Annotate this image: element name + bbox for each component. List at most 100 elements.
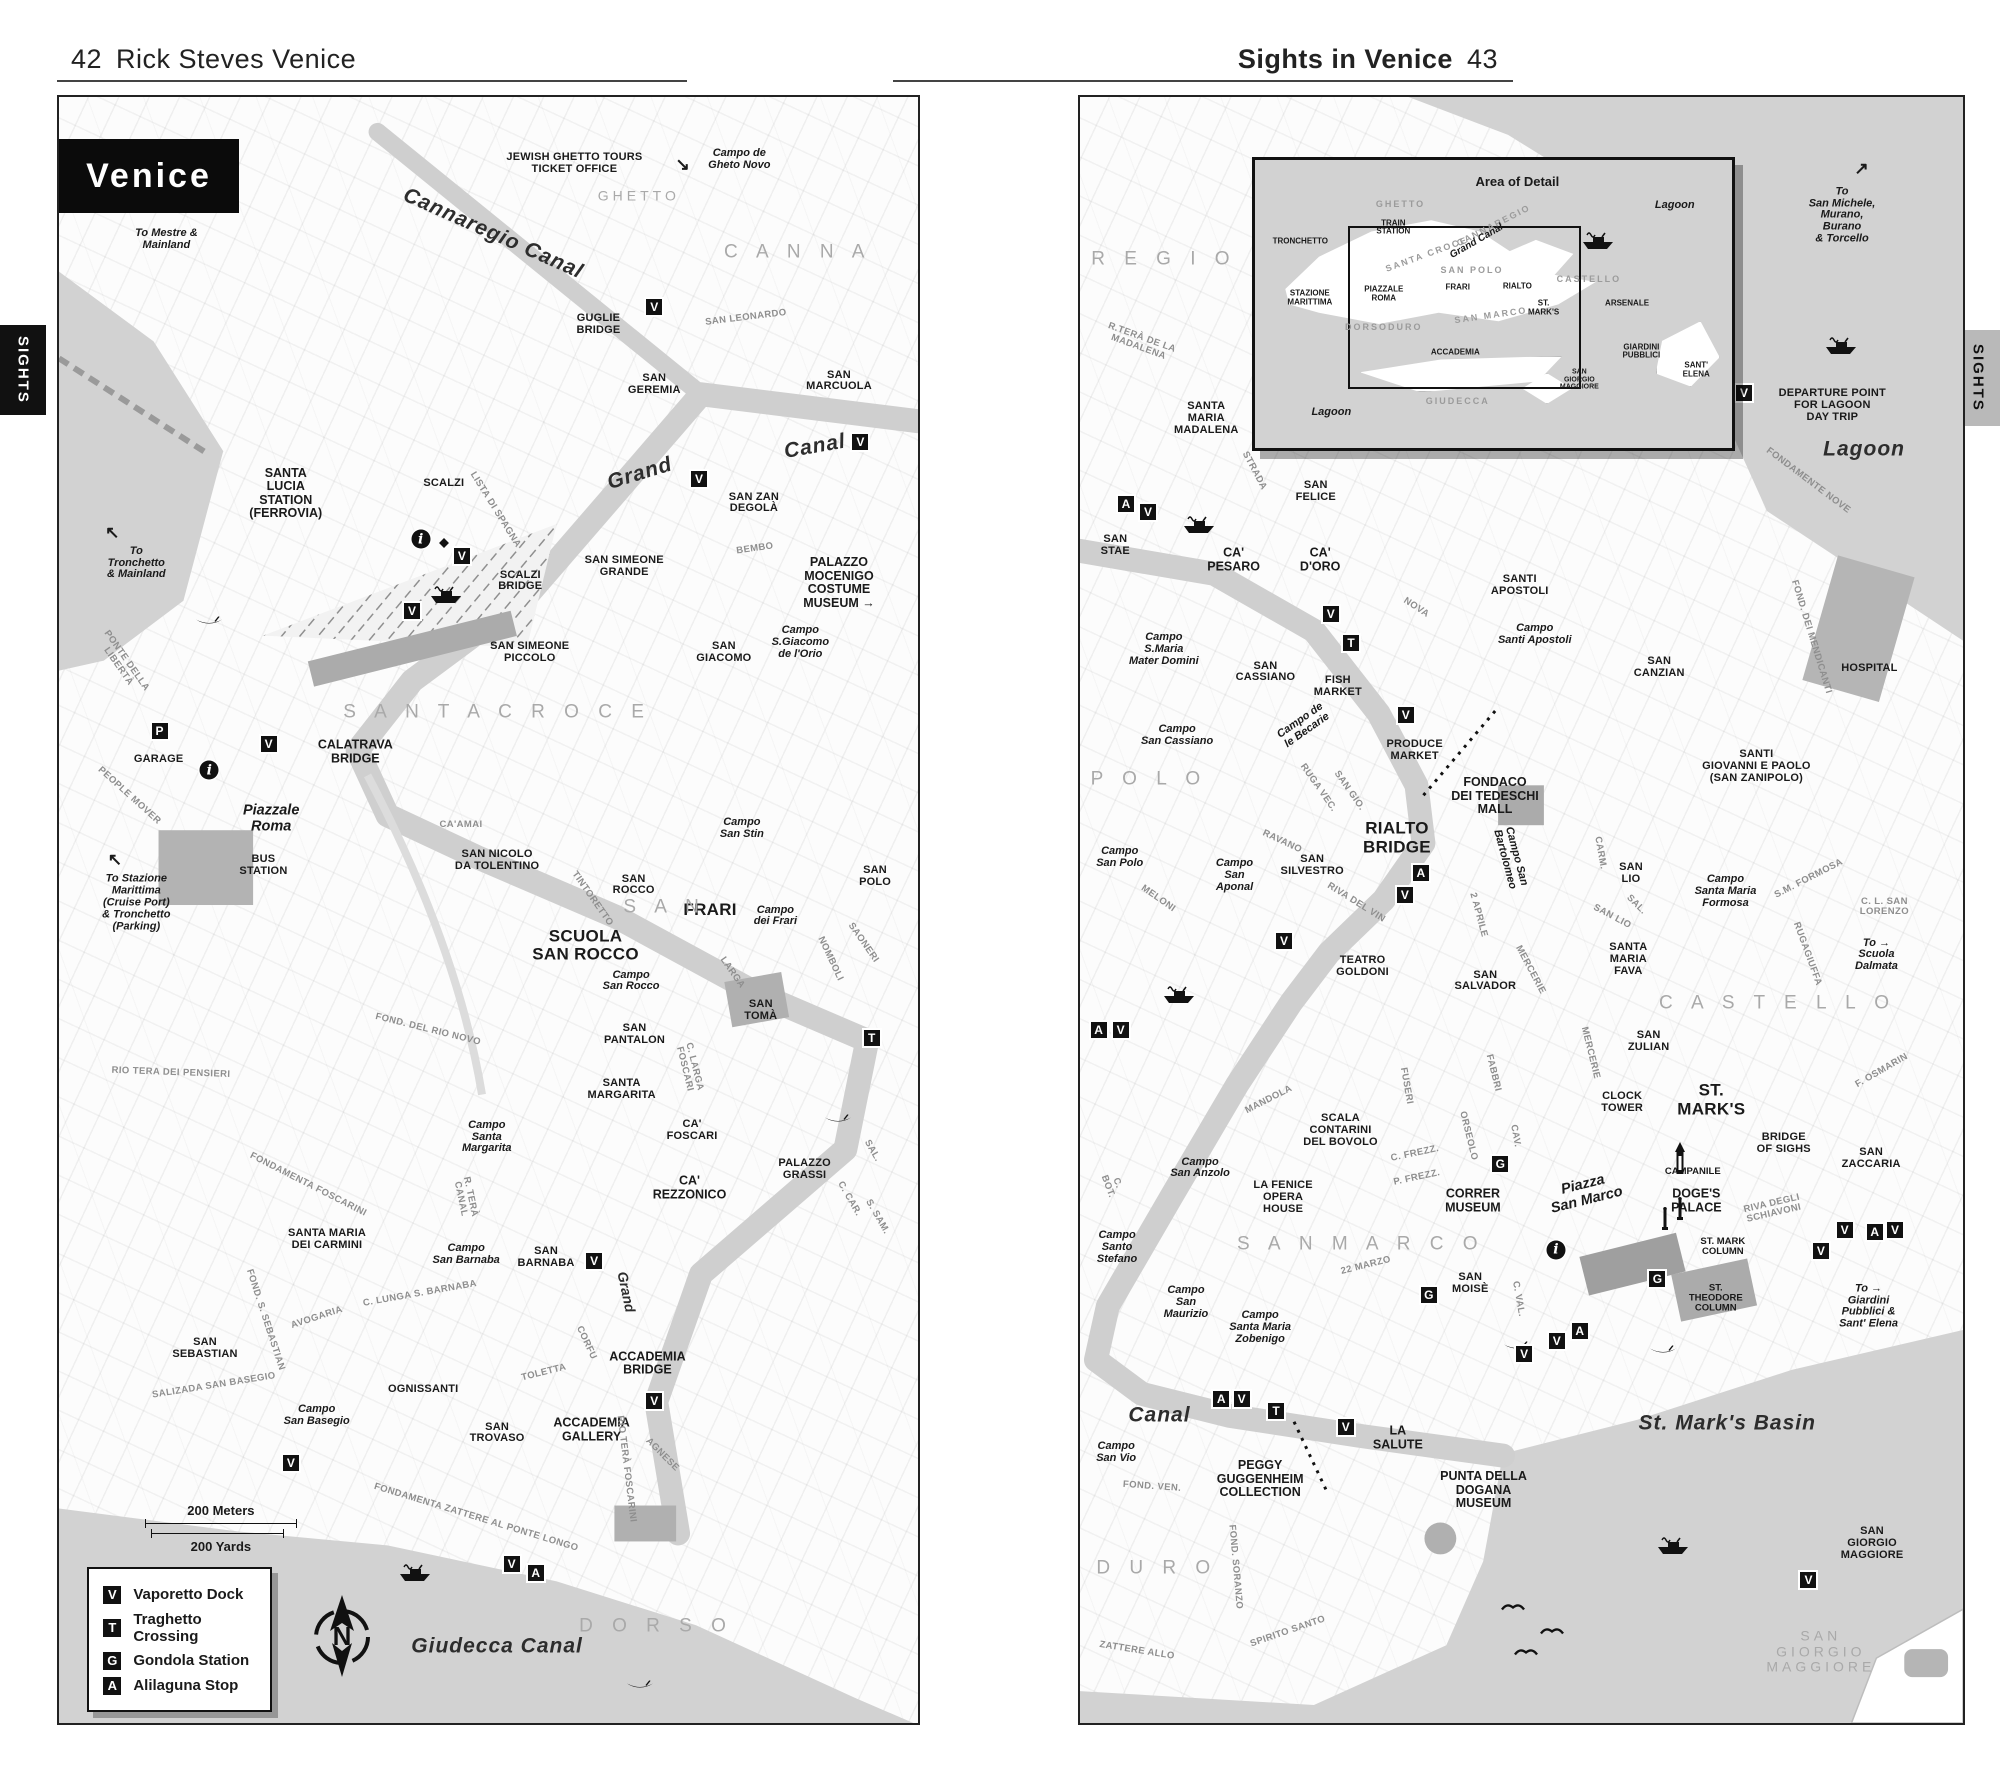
inset-label: Lagoon — [1654, 199, 1695, 212]
detail-area-frame — [1348, 226, 1581, 389]
scale-meters-label: 200 Meters — [187, 1503, 255, 1519]
scale-yards-label: 200 Yards — [190, 1539, 252, 1555]
legend-label: Traghetto Crossing — [133, 1610, 202, 1645]
gondola-icon — [1649, 1344, 1677, 1356]
traghetto-crossing-icon: T — [1343, 635, 1360, 652]
inset-label: TRONCHETTO — [1272, 236, 1329, 246]
legend-row: A Alilaguna Stop — [103, 1676, 256, 1695]
scale-bar-yards — [150, 1529, 284, 1539]
boat-icon — [1656, 1536, 1690, 1556]
column-icon — [1676, 1197, 1684, 1221]
venice-overview-map: Venice JEWISH GHETTO TOURS TICKET OFFICE… — [57, 95, 920, 1725]
vaporetto-dock-icon: V — [646, 298, 663, 315]
compass-icon: N — [310, 1593, 374, 1678]
boat-icon — [1581, 231, 1615, 251]
vaporetto-dock-icon: V — [1397, 706, 1414, 723]
bird-icon — [1540, 1625, 1565, 1636]
left-map-water — [59, 122, 918, 1723]
gondola-icon — [195, 616, 223, 628]
traghetto-crossing-icon: T — [1268, 1402, 1285, 1419]
vaporetto-dock-icon: V — [1396, 887, 1413, 904]
vaporetto-dock-icon: V — [1112, 1022, 1129, 1039]
sant-elena-silhouette — [1655, 321, 1720, 387]
legend-t-icon: T — [103, 1618, 122, 1637]
legend-g-icon: G — [103, 1651, 122, 1670]
vaporetto-dock-icon: V — [1548, 1332, 1565, 1349]
alilaguna-stop-icon: A — [527, 1565, 544, 1582]
legend-row: G Gondola Station — [103, 1651, 256, 1670]
left-page-title: Rick Steves Venice — [116, 44, 357, 74]
page-number-left: 42 Rick Steves Venice — [57, 44, 356, 75]
vaporetto-dock-icon: V — [282, 1454, 299, 1471]
alilaguna-stop-icon: A — [1213, 1391, 1230, 1408]
header-rule-left — [57, 80, 687, 82]
legend-label: Alilaguna Stop — [133, 1677, 239, 1695]
legend-label: Gondola Station — [133, 1652, 250, 1670]
vaporetto-dock-icon: V — [1836, 1222, 1853, 1239]
gondola-station-icon: G — [1492, 1155, 1509, 1172]
alilaguna-stop-icon: A — [1866, 1223, 1883, 1240]
inset-label: GHETTO — [1375, 198, 1426, 209]
vaporetto-dock-icon: V — [1812, 1243, 1829, 1260]
right-page-title: Sights in Venice — [1237, 44, 1453, 74]
boat-icon — [1182, 515, 1216, 535]
vaporetto-dock-icon: V — [1337, 1419, 1354, 1436]
vaporetto-dock-icon: V — [1887, 1222, 1903, 1239]
gondola-icon — [824, 1113, 852, 1125]
vaporetto-dock-icon: V — [1800, 1571, 1817, 1588]
vaporetto-dock-icon: V — [404, 602, 421, 619]
alilaguna-stop-icon: A — [1117, 495, 1134, 512]
alilaguna-stop-icon: A — [1571, 1323, 1588, 1340]
boat-icon — [429, 585, 463, 605]
svg-text:N: N — [333, 1621, 352, 1651]
vaporetto-dock-icon: V — [1233, 1391, 1250, 1408]
map-scale: 200 Meters 200 Yards — [144, 1503, 297, 1555]
vaporetto-dock-icon: V — [260, 736, 277, 753]
boat-icon — [1162, 985, 1196, 1005]
vaporetto-dock-icon: V — [586, 1253, 603, 1270]
info-icon: i — [411, 529, 431, 549]
bird-icon — [1500, 1600, 1525, 1611]
inset-label: Lagoon — [1311, 406, 1352, 419]
info-icon: i — [1546, 1240, 1566, 1260]
left-page-number: 42 — [71, 44, 103, 74]
diamond-marker-icon — [438, 537, 450, 549]
vaporetto-dock-icon: V — [690, 471, 707, 488]
alilaguna-stop-icon: A — [1090, 1022, 1107, 1039]
right-map-water — [1080, 97, 1963, 1723]
vaporetto-dock-icon: V — [1322, 606, 1339, 623]
header-rule-right — [893, 80, 1513, 82]
sights-tab-left: SIGHTS — [0, 325, 46, 415]
inset-label: ARSENALE — [1605, 298, 1650, 308]
inset-label: Area of Detail — [1475, 173, 1560, 189]
alilaguna-stop-icon: A — [1412, 864, 1429, 881]
info-icon: i — [199, 760, 219, 780]
parking-icon: P — [151, 723, 168, 740]
scale-bar-meters — [144, 1519, 297, 1529]
legend-label: Vaporetto Dock — [133, 1586, 244, 1604]
gondola-station-icon: G — [1420, 1287, 1437, 1304]
inset-label: GIUDECCA — [1425, 396, 1490, 407]
vaporetto-dock-icon: V — [852, 433, 869, 450]
boat-icon — [1824, 336, 1858, 356]
vaporetto-dock-icon: V — [503, 1555, 520, 1572]
vaporetto-dock-icon: V — [1516, 1345, 1533, 1362]
vaporetto-dock-icon: V — [1275, 932, 1292, 949]
gondola-icon — [626, 1679, 654, 1691]
map-title: Venice — [59, 139, 239, 213]
venice-center-map: R E G I O↗To San Michele, Murano, Burano… — [1078, 95, 1965, 1725]
legend-a-icon: A — [103, 1676, 122, 1695]
vaporetto-dock-icon: V — [1139, 503, 1156, 520]
campanile-icon — [1674, 1141, 1686, 1176]
gondola-station-icon: G — [1649, 1271, 1666, 1288]
vaporetto-dock-icon: V — [646, 1393, 663, 1410]
inset-label: GIARDINI PUBBLICI — [1622, 341, 1661, 360]
traghetto-crossing-icon: T — [863, 1030, 880, 1047]
boat-icon — [398, 1563, 432, 1583]
vaporetto-dock-icon: V — [453, 547, 470, 564]
legend-row: T Traghetto Crossing — [103, 1611, 256, 1645]
